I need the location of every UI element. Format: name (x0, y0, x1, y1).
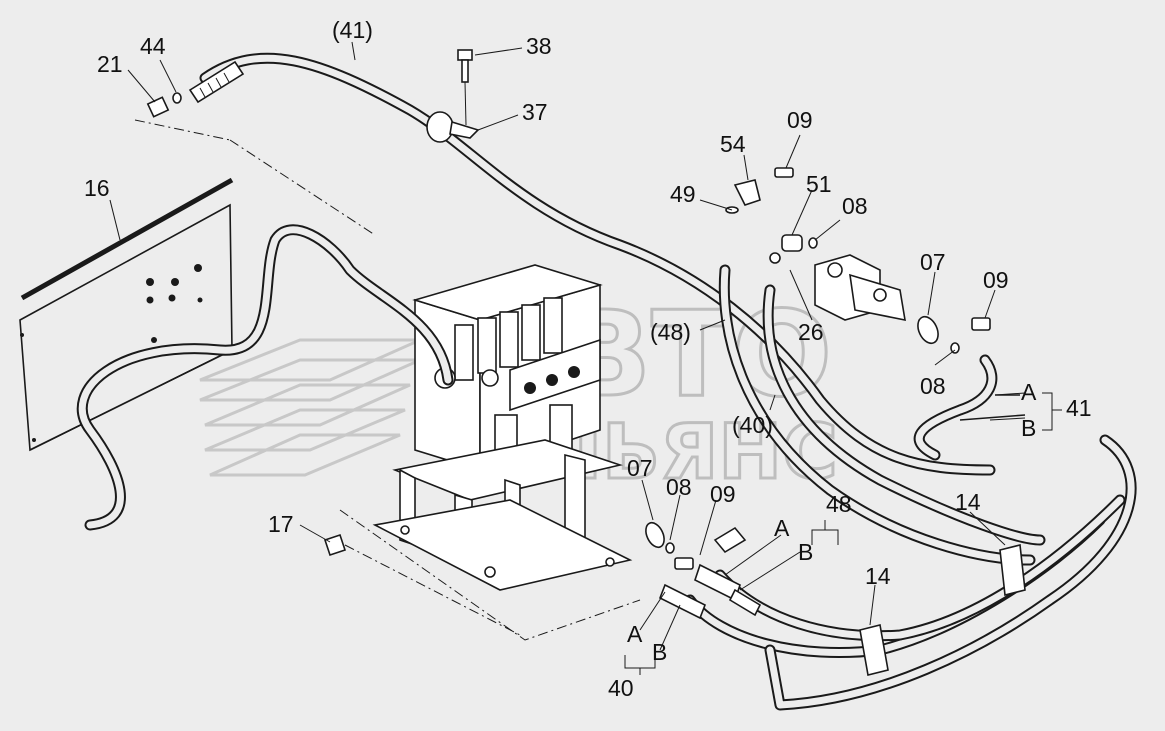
fittings-21-44 (146, 60, 245, 118)
callout-07-right: 07 (920, 249, 946, 275)
hose-left-loop (76, 224, 454, 531)
callout-07-lower: 07 (627, 455, 653, 481)
callout-41-right: 41 (1066, 395, 1092, 421)
callout-A-48: A (774, 515, 790, 541)
callout-51: 51 (806, 171, 832, 197)
clamp-14 (859, 544, 1026, 676)
callout-38: 38 (526, 33, 552, 59)
callout-A-41: A (1021, 379, 1037, 405)
callout-08-right: 08 (920, 373, 946, 399)
block-26 (814, 254, 906, 322)
fitting-51 (769, 234, 818, 264)
elbow-54 (725, 179, 761, 214)
callout-09-top: 09 (787, 107, 813, 133)
base-plate-outline (134, 119, 641, 641)
callout-21: 21 (97, 51, 123, 77)
callout-labels: 21 44 (41) 38 37 16 54 09 51 49 08 07 09… (84, 17, 1092, 701)
callout-40-mid: (40) (732, 412, 773, 438)
hose-41-right-ab (913, 354, 1026, 461)
callout-09-lower: 09 (710, 481, 736, 507)
valve-stand (372, 439, 633, 591)
callout-16: 16 (84, 175, 110, 201)
callout-48-mid: (48) (650, 319, 691, 345)
callout-A-40: A (627, 621, 643, 647)
callout-54: 54 (720, 131, 746, 157)
flange-07-lower (645, 521, 694, 570)
cab-panel (19, 177, 234, 452)
callout-17: 17 (268, 511, 294, 537)
hose-48 (718, 264, 1046, 566)
hose-41-top (199, 52, 996, 476)
callout-14-right: 14 (955, 489, 981, 515)
callout-40-bottom: 40 (608, 675, 634, 701)
callout-B-40: B (652, 639, 667, 665)
callout-B-48: B (798, 539, 813, 565)
clamp-37 (426, 111, 480, 143)
callout-14-lower: 14 (865, 563, 891, 589)
callout-49: 49 (670, 181, 696, 207)
callout-09-right: 09 (983, 267, 1009, 293)
callout-44: 44 (140, 33, 166, 59)
callout-08-lower: 08 (666, 474, 692, 500)
bolt-38 (457, 49, 473, 126)
callout-48-right: 48 (826, 491, 852, 517)
callout-37: 37 (522, 99, 548, 125)
leader-lines (109, 41, 1062, 675)
callout-08-top: 08 (842, 193, 868, 219)
callout-26: 26 (798, 319, 824, 345)
callout-B-41: B (1021, 415, 1036, 441)
fitting-48-lower (694, 526, 747, 602)
watermark-emblem (199, 338, 421, 477)
flange-07-right (917, 315, 991, 354)
fitting-40-lower (658, 583, 762, 620)
bolt-09-top (774, 167, 794, 178)
callout-41-top: (41) (332, 17, 373, 43)
fitting-17 (323, 533, 347, 557)
